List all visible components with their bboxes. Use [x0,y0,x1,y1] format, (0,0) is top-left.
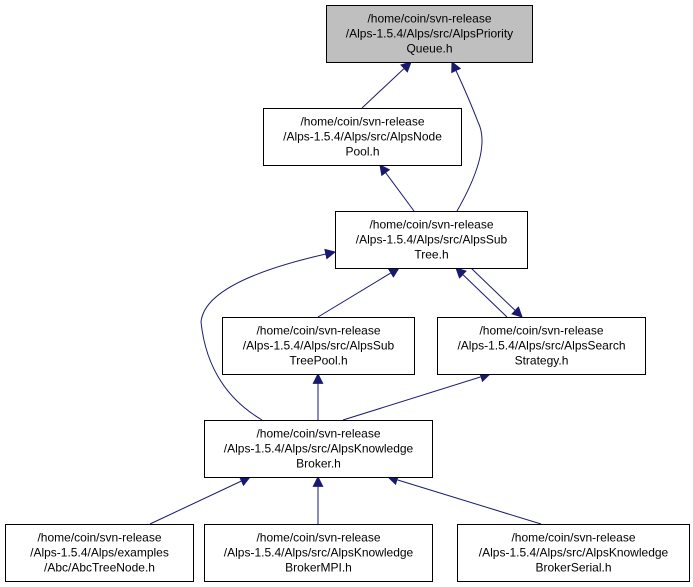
edge-knowledge-broker-serial-to-knowledge-broker [386,474,542,525]
node-label-line: /home/coin/svn-release [369,218,493,232]
node-label-line: /Alps-1.5.4/Alps/src/AlpsPriority [346,27,513,41]
node-label-line: Pool.h [345,145,379,159]
node-label-line: /home/coin/svn-release [511,531,635,545]
node-label-line: Tree.h [414,248,448,262]
node-label-line: BrokerMPI.h [285,561,352,575]
node-label-line: /home/coin/svn-release [479,324,603,338]
node-box [335,211,528,269]
node-priority-queue: /home/coin/svn-release/Alps-1.5.4/Alps/s… [326,5,533,63]
node-label-line: Queue.h [406,42,452,56]
edge-knowledge-broker-to-search-strategy [342,371,492,421]
node-label-line: /home/coin/svn-release [256,427,380,441]
node-box [263,108,462,166]
edge-knowledge-broker-to-sub-tree [200,248,337,421]
node-box [437,317,646,375]
node-box [204,420,433,478]
node-label-line: /Alps-1.5.4/Alps/src/AlpsNode [283,130,442,144]
nodes-layer: /home/coin/svn-release/Alps-1.5.4/Alps/s… [5,5,690,582]
node-box [204,524,433,582]
node-knowledge-broker[interactable]: /home/coin/svn-release/Alps-1.5.4/Alps/s… [204,420,433,478]
node-label-line: /Abc/AbcTreeNode.h [44,561,155,575]
node-sub-tree-pool[interactable]: /home/coin/svn-release/Alps-1.5.4/Alps/s… [222,317,415,375]
node-label-line: /home/coin/svn-release [300,115,424,129]
node-abc-tree-node[interactable]: /home/coin/svn-release/Alps-1.5.4/Alps/e… [5,524,194,582]
node-label-line: BrokerSerial.h [535,561,611,575]
node-box [222,317,415,375]
edge-abc-tree-node-to-knowledge-broker [149,476,251,525]
node-sub-tree[interactable]: /home/coin/svn-release/Alps-1.5.4/Alps/s… [335,211,528,269]
edge-node-pool-to-priority-queue [361,61,412,109]
node-label-line: /Alps-1.5.4/Alps/src/AlpsSub [243,339,395,353]
node-knowledge-broker-serial[interactable]: /home/coin/svn-release/Alps-1.5.4/Alps/s… [457,524,690,582]
node-label-line: TreePool.h [289,354,347,368]
node-node-pool[interactable]: /home/coin/svn-release/Alps-1.5.4/Alps/s… [263,108,462,166]
node-label-line: /Alps-1.5.4/Alps/src/AlpsKnowledge [224,442,414,456]
node-label-line: /home/coin/svn-release [367,12,491,26]
edge-sub-tree-pool-to-sub-tree [317,267,400,318]
node-label-line: Broker.h [296,457,341,471]
node-label-line: /Alps-1.5.4/Alps/examples [30,546,169,560]
edge-sub-tree-to-search-strategy [470,267,523,318]
edge-search-strategy-to-sub-tree [455,267,508,318]
node-label-line: /Alps-1.5.4/Alps/src/AlpsSub [356,233,508,247]
node-label-line: /Alps-1.5.4/Alps/src/AlpsKnowledge [224,546,414,560]
node-knowledge-broker-mpi[interactable]: /home/coin/svn-release/Alps-1.5.4/Alps/s… [204,524,433,582]
node-box [5,524,194,582]
node-label-line: /home/coin/svn-release [256,324,380,338]
node-label-line: /home/coin/svn-release [37,531,161,545]
node-search-strategy[interactable]: /home/coin/svn-release/Alps-1.5.4/Alps/s… [437,317,646,375]
edge-sub-tree-to-node-pool [379,164,415,212]
edge-sub-tree-to-priority-queue [451,61,483,212]
node-label-line: Strategy.h [515,354,569,368]
node-label-line: /Alps-1.5.4/Alps/src/AlpsSearch [457,339,625,353]
node-box [326,5,533,63]
edges-layer [149,61,542,525]
node-label-line: /Alps-1.5.4/Alps/src/AlpsKnowledge [479,546,669,560]
node-box [457,524,690,582]
node-label-line: /home/coin/svn-release [256,531,380,545]
